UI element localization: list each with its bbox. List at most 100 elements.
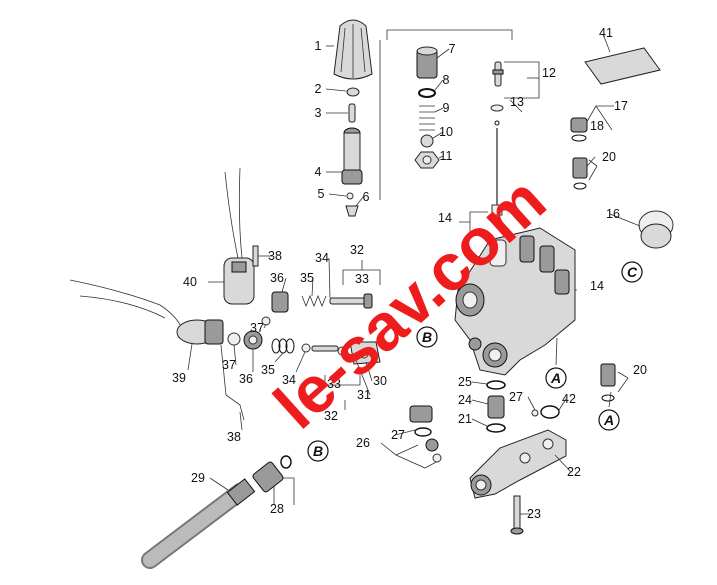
port-marker-circle [598, 409, 620, 431]
port-marker-circle [621, 261, 643, 283]
port-marker-letter: A [603, 412, 614, 428]
leader-lines [187, 33, 641, 515]
callout-c31: 31 [357, 388, 371, 402]
group-bracket-left [379, 29, 513, 200]
callout-c35a: 35 [300, 271, 314, 285]
callout-c8: 8 [443, 73, 450, 87]
callout-c12: 12 [542, 66, 556, 80]
part-washer-34b [301, 343, 311, 353]
port-marker-pB2: B [307, 440, 329, 462]
group-bracket-32-bottom [324, 375, 361, 410]
port-marker-circle [416, 326, 438, 348]
part-valve-18 [570, 117, 588, 142]
callout-c14a: 14 [438, 211, 452, 225]
callout-c36b: 36 [239, 372, 253, 386]
part-oring-42 [540, 405, 560, 419]
part-piston-33b [311, 345, 347, 356]
part-cap-16 [638, 210, 674, 249]
part-rod-14 [491, 128, 503, 216]
part-hose-29 [141, 478, 256, 569]
callout-c23: 23 [527, 507, 541, 521]
callout-c41: 41 [599, 26, 613, 40]
part-nut-36b [243, 330, 263, 350]
part-pin-38 [252, 245, 259, 267]
callout-c22: 22 [567, 465, 581, 479]
part-seat-6 [345, 205, 359, 217]
callout-c24: 24 [458, 393, 472, 407]
part-switch-39 [69, 279, 224, 345]
callout-c28: 28 [270, 502, 284, 516]
callout-c33b: 33 [327, 377, 341, 391]
part-spindle [341, 127, 363, 185]
part-clip-38 [220, 344, 245, 421]
port-marker-letter: B [313, 443, 323, 459]
port-marker-pB1: B [416, 326, 438, 348]
callout-c34a: 34 [315, 251, 329, 265]
group-bracket-20 [588, 159, 629, 393]
part-nut-11 [414, 151, 440, 169]
group-bracket-valve [504, 61, 540, 113]
port-marker-pA2: A [598, 409, 620, 431]
port-marker-letter: B [422, 329, 432, 345]
port-marker-letter: A [550, 370, 561, 386]
part-piston-10 [420, 134, 434, 148]
callout-c3: 3 [315, 106, 322, 120]
port-marker-circle [307, 440, 329, 462]
callout-c9: 9 [443, 101, 450, 115]
callout-c5: 5 [318, 187, 325, 201]
port-marker-circle [545, 367, 567, 389]
callout-c16: 16 [606, 207, 620, 221]
part-spring-35b [271, 338, 295, 354]
callout-c39: 39 [172, 371, 186, 385]
part-label-plate [584, 47, 661, 85]
callout-c13: 13 [510, 95, 524, 109]
part-fitting-26 [409, 405, 442, 463]
part-oring-8 [418, 88, 436, 98]
callout-c1: 1 [315, 39, 322, 53]
part-valve-20a [572, 157, 588, 190]
group-bracket-32-top [342, 260, 381, 285]
part-valve-24 [487, 395, 505, 419]
callout-c14b: 14 [590, 279, 604, 293]
callout-c25: 25 [458, 375, 472, 389]
callout-c35b: 35 [261, 363, 275, 377]
part-pressure-switch-40 [223, 167, 255, 305]
part-spring-9 [419, 105, 435, 131]
callout-c32a: 32 [350, 243, 364, 257]
callout-c30: 30 [373, 374, 387, 388]
callout-c36a: 36 [270, 271, 284, 285]
callout-c17: 17 [614, 99, 628, 113]
part-body-30 [349, 341, 381, 365]
callout-c38b: 38 [227, 430, 241, 444]
part-spring-35a [301, 294, 327, 308]
callout-c20b: 20 [633, 363, 647, 377]
part-valve-20b [600, 363, 616, 402]
callout-c10: 10 [439, 125, 453, 139]
callout-c42: 42 [562, 392, 576, 406]
part-valve-stem [492, 61, 504, 87]
callout-c21: 21 [458, 412, 472, 426]
part-ball-27 [531, 409, 539, 417]
part-pump-head [454, 227, 576, 376]
part-cap-7 [416, 46, 438, 79]
callout-c20a: 20 [602, 150, 616, 164]
callout-c27a: 27 [391, 428, 405, 442]
callout-c29: 29 [191, 471, 205, 485]
callout-c27b: 27 [509, 390, 523, 404]
part-oring-21 [486, 423, 506, 433]
group-bracket-26 [380, 442, 441, 469]
callout-c26: 26 [356, 436, 370, 450]
part-washer-37 [227, 316, 271, 346]
part-piston-34a [329, 293, 373, 309]
callout-c34b: 34 [282, 373, 296, 387]
callout-c7: 7 [449, 42, 456, 56]
callout-c38a: 38 [268, 249, 282, 263]
callout-c11: 11 [440, 149, 453, 163]
callout-c18: 18 [590, 119, 604, 133]
part-pin-3 [348, 103, 356, 123]
callout-c33a: 33 [355, 272, 369, 286]
callout-c40: 40 [183, 275, 197, 289]
callout-c32b: 32 [324, 409, 338, 423]
